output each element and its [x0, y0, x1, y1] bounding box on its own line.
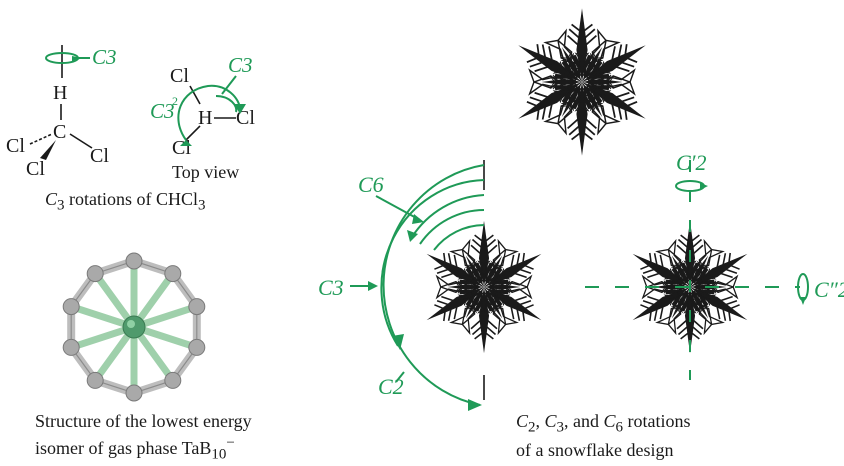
tab10-caption-line1: Structure of the lowest energy	[35, 411, 252, 431]
topview-label: Top view	[172, 162, 239, 182]
snowflake-rotation-arcs	[350, 160, 485, 411]
chcl3-top-view: Cl H Cl Cl C3 C3 2 Top view	[150, 53, 255, 182]
atom-h: H	[53, 82, 67, 104]
c2-label: C2	[378, 374, 404, 399]
atom-cl-bottom: Cl	[26, 158, 45, 180]
tab10-structure	[62, 252, 206, 402]
rotation-arrow-icon	[45, 45, 90, 78]
snowflake-left	[416, 221, 552, 353]
topview-c3-label: C3	[228, 53, 253, 77]
atom-cl-left: Cl	[6, 135, 25, 157]
topview-cl-bottom: Cl	[172, 137, 191, 159]
topview-h: H	[198, 107, 212, 129]
atom-cl-right: Cl	[90, 145, 109, 167]
c2-double-prime-label: C″2	[814, 277, 844, 302]
snowflake-caption-line1: C2, C3, and C6 rotations	[516, 411, 691, 436]
snowflake-caption: C2, C3, and C6 rotations of a snowflake …	[516, 410, 691, 461]
tab10-caption-line2: isomer of gas phase TaB10−	[35, 435, 235, 463]
topview-c3-squared-label: C3	[150, 99, 175, 123]
c6-label: C6	[358, 172, 384, 197]
atom-c: C	[53, 121, 66, 143]
c2-prime-label: C′2	[676, 150, 707, 175]
topview-cl-top: Cl	[170, 65, 189, 87]
c3-label: C3	[318, 275, 344, 300]
snowflake-caption-line2: of a snowflake design	[516, 439, 674, 460]
chcl3-structure: C3 H C Cl Cl Cl	[6, 45, 117, 180]
snowflake-top	[506, 8, 657, 155]
c3-axis-label: C3	[92, 45, 117, 69]
snowflake-c2-axes	[585, 160, 809, 380]
chcl3-caption: C3 rotations of CHCl3	[45, 189, 206, 214]
tab10-caption: Structure of the lowest energy isomer of…	[35, 410, 252, 466]
svg-text:2: 2	[172, 94, 178, 108]
